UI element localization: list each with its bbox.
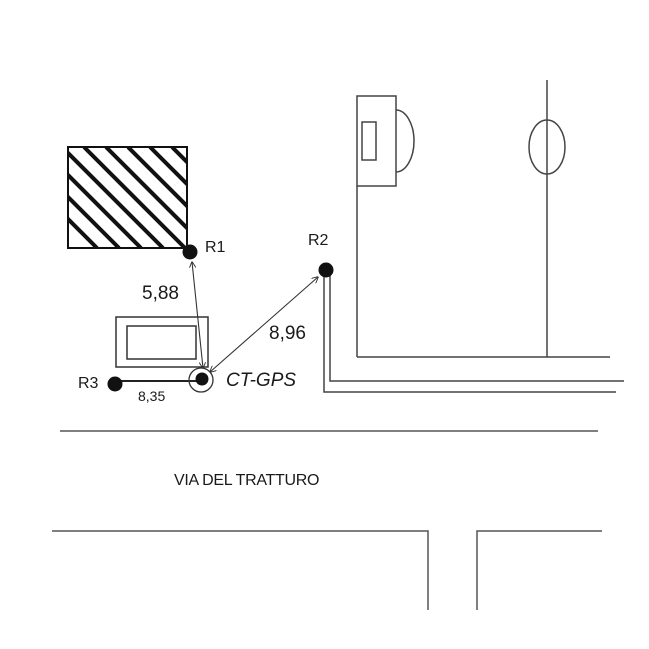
hatched-building <box>67 146 188 249</box>
station-dot <box>195 372 209 386</box>
r3-label: R3 <box>78 375 99 392</box>
pole-symbol <box>528 80 566 357</box>
r1-dot <box>182 244 198 260</box>
r1-distance-label: 5,88 <box>142 283 179 304</box>
measurement-arrows <box>192 262 318 372</box>
r1-distance-arrow <box>192 262 203 368</box>
r3-dot <box>107 376 123 392</box>
r2-distance-arrow <box>210 277 318 372</box>
r1-label: R1 <box>205 239 226 256</box>
r3-distance-label: 8,35 <box>138 388 166 404</box>
r2-dot <box>318 262 334 278</box>
road-lines <box>52 430 602 610</box>
building-outline <box>356 95 415 187</box>
r2-label: R2 <box>308 232 329 249</box>
street-name: VIA DEL TRATTURO <box>174 472 320 489</box>
property-lines <box>110 186 624 393</box>
r2-distance-label: 8,96 <box>269 323 306 344</box>
station-label: CT-GPS <box>226 370 297 391</box>
small-structure <box>115 316 209 368</box>
